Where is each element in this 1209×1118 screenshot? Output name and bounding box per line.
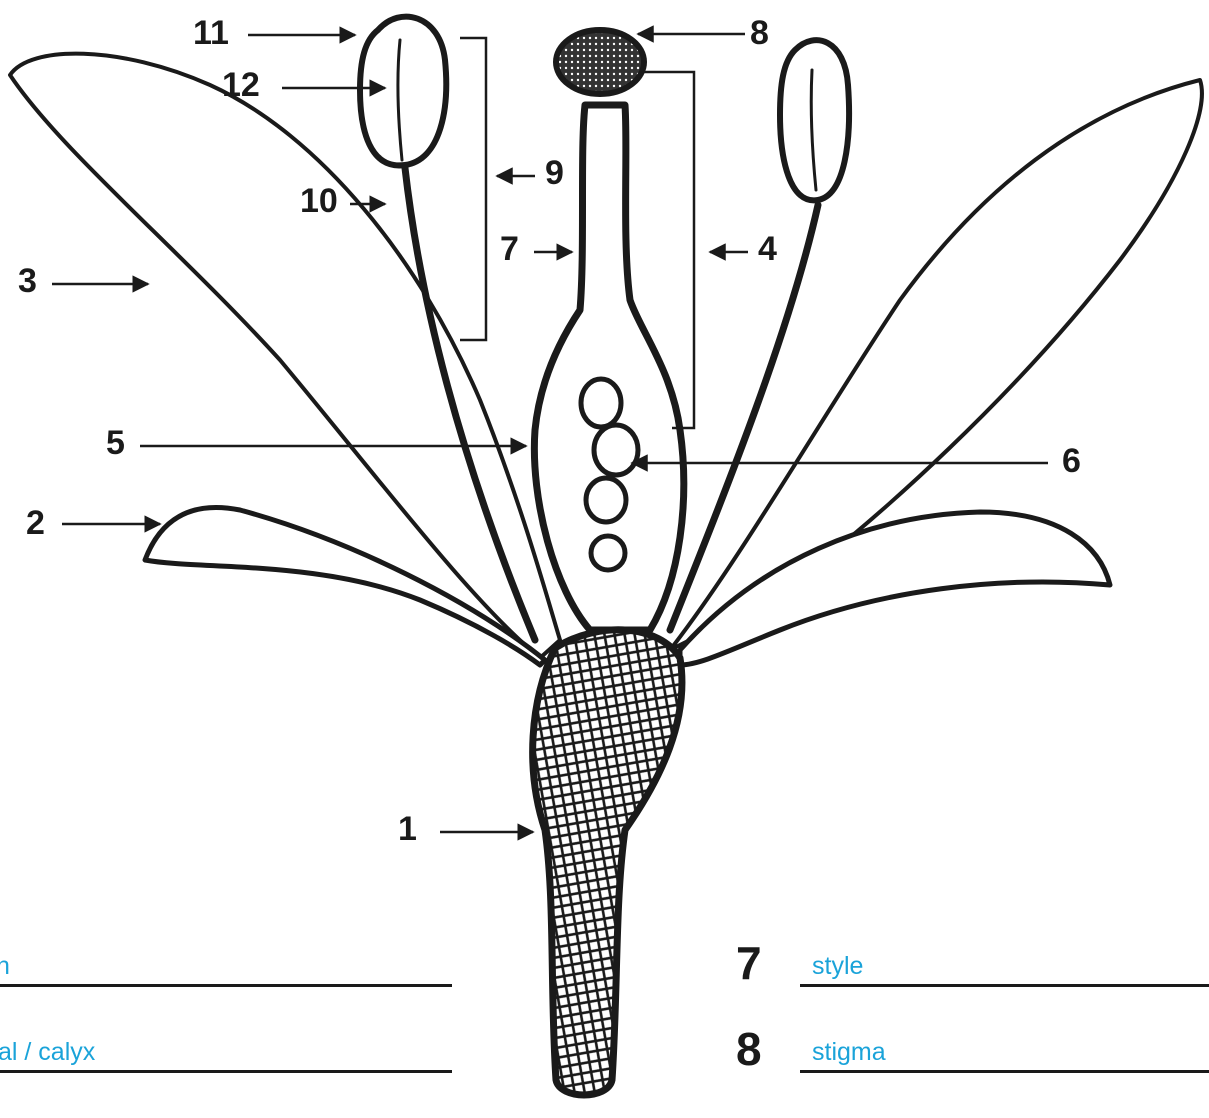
left-anther [360, 17, 446, 166]
stigma-head [556, 30, 644, 94]
bracket-stamen [460, 38, 486, 340]
answer-7-text: style [812, 954, 863, 979]
callout-12: 12 [222, 68, 260, 102]
answer-8-line [800, 1070, 1209, 1073]
callout-3: 3 [18, 264, 37, 298]
callout-11: 11 [193, 16, 229, 50]
callout-4: 4 [758, 232, 777, 266]
answer-2-text: al / calyx [0, 1040, 95, 1065]
callout-8: 8 [750, 16, 769, 50]
answer-1-text: n [0, 954, 10, 979]
answer-7-number: 7 [736, 940, 762, 986]
answer-8-number: 8 [736, 1026, 762, 1072]
callout-9: 9 [545, 156, 564, 190]
answer-8-text: stigma [812, 1040, 886, 1065]
callout-6: 6 [1062, 444, 1081, 478]
receptacle [533, 630, 682, 1095]
callout-2: 2 [26, 506, 45, 540]
answer-1-line [0, 984, 452, 987]
right-sepal [680, 512, 1110, 665]
callout-10: 10 [300, 184, 338, 218]
answer-7-line [800, 984, 1209, 987]
callout-5: 5 [106, 426, 125, 460]
answer-2-line [0, 1070, 452, 1073]
callout-7: 7 [500, 232, 519, 266]
callout-1: 1 [398, 812, 417, 846]
